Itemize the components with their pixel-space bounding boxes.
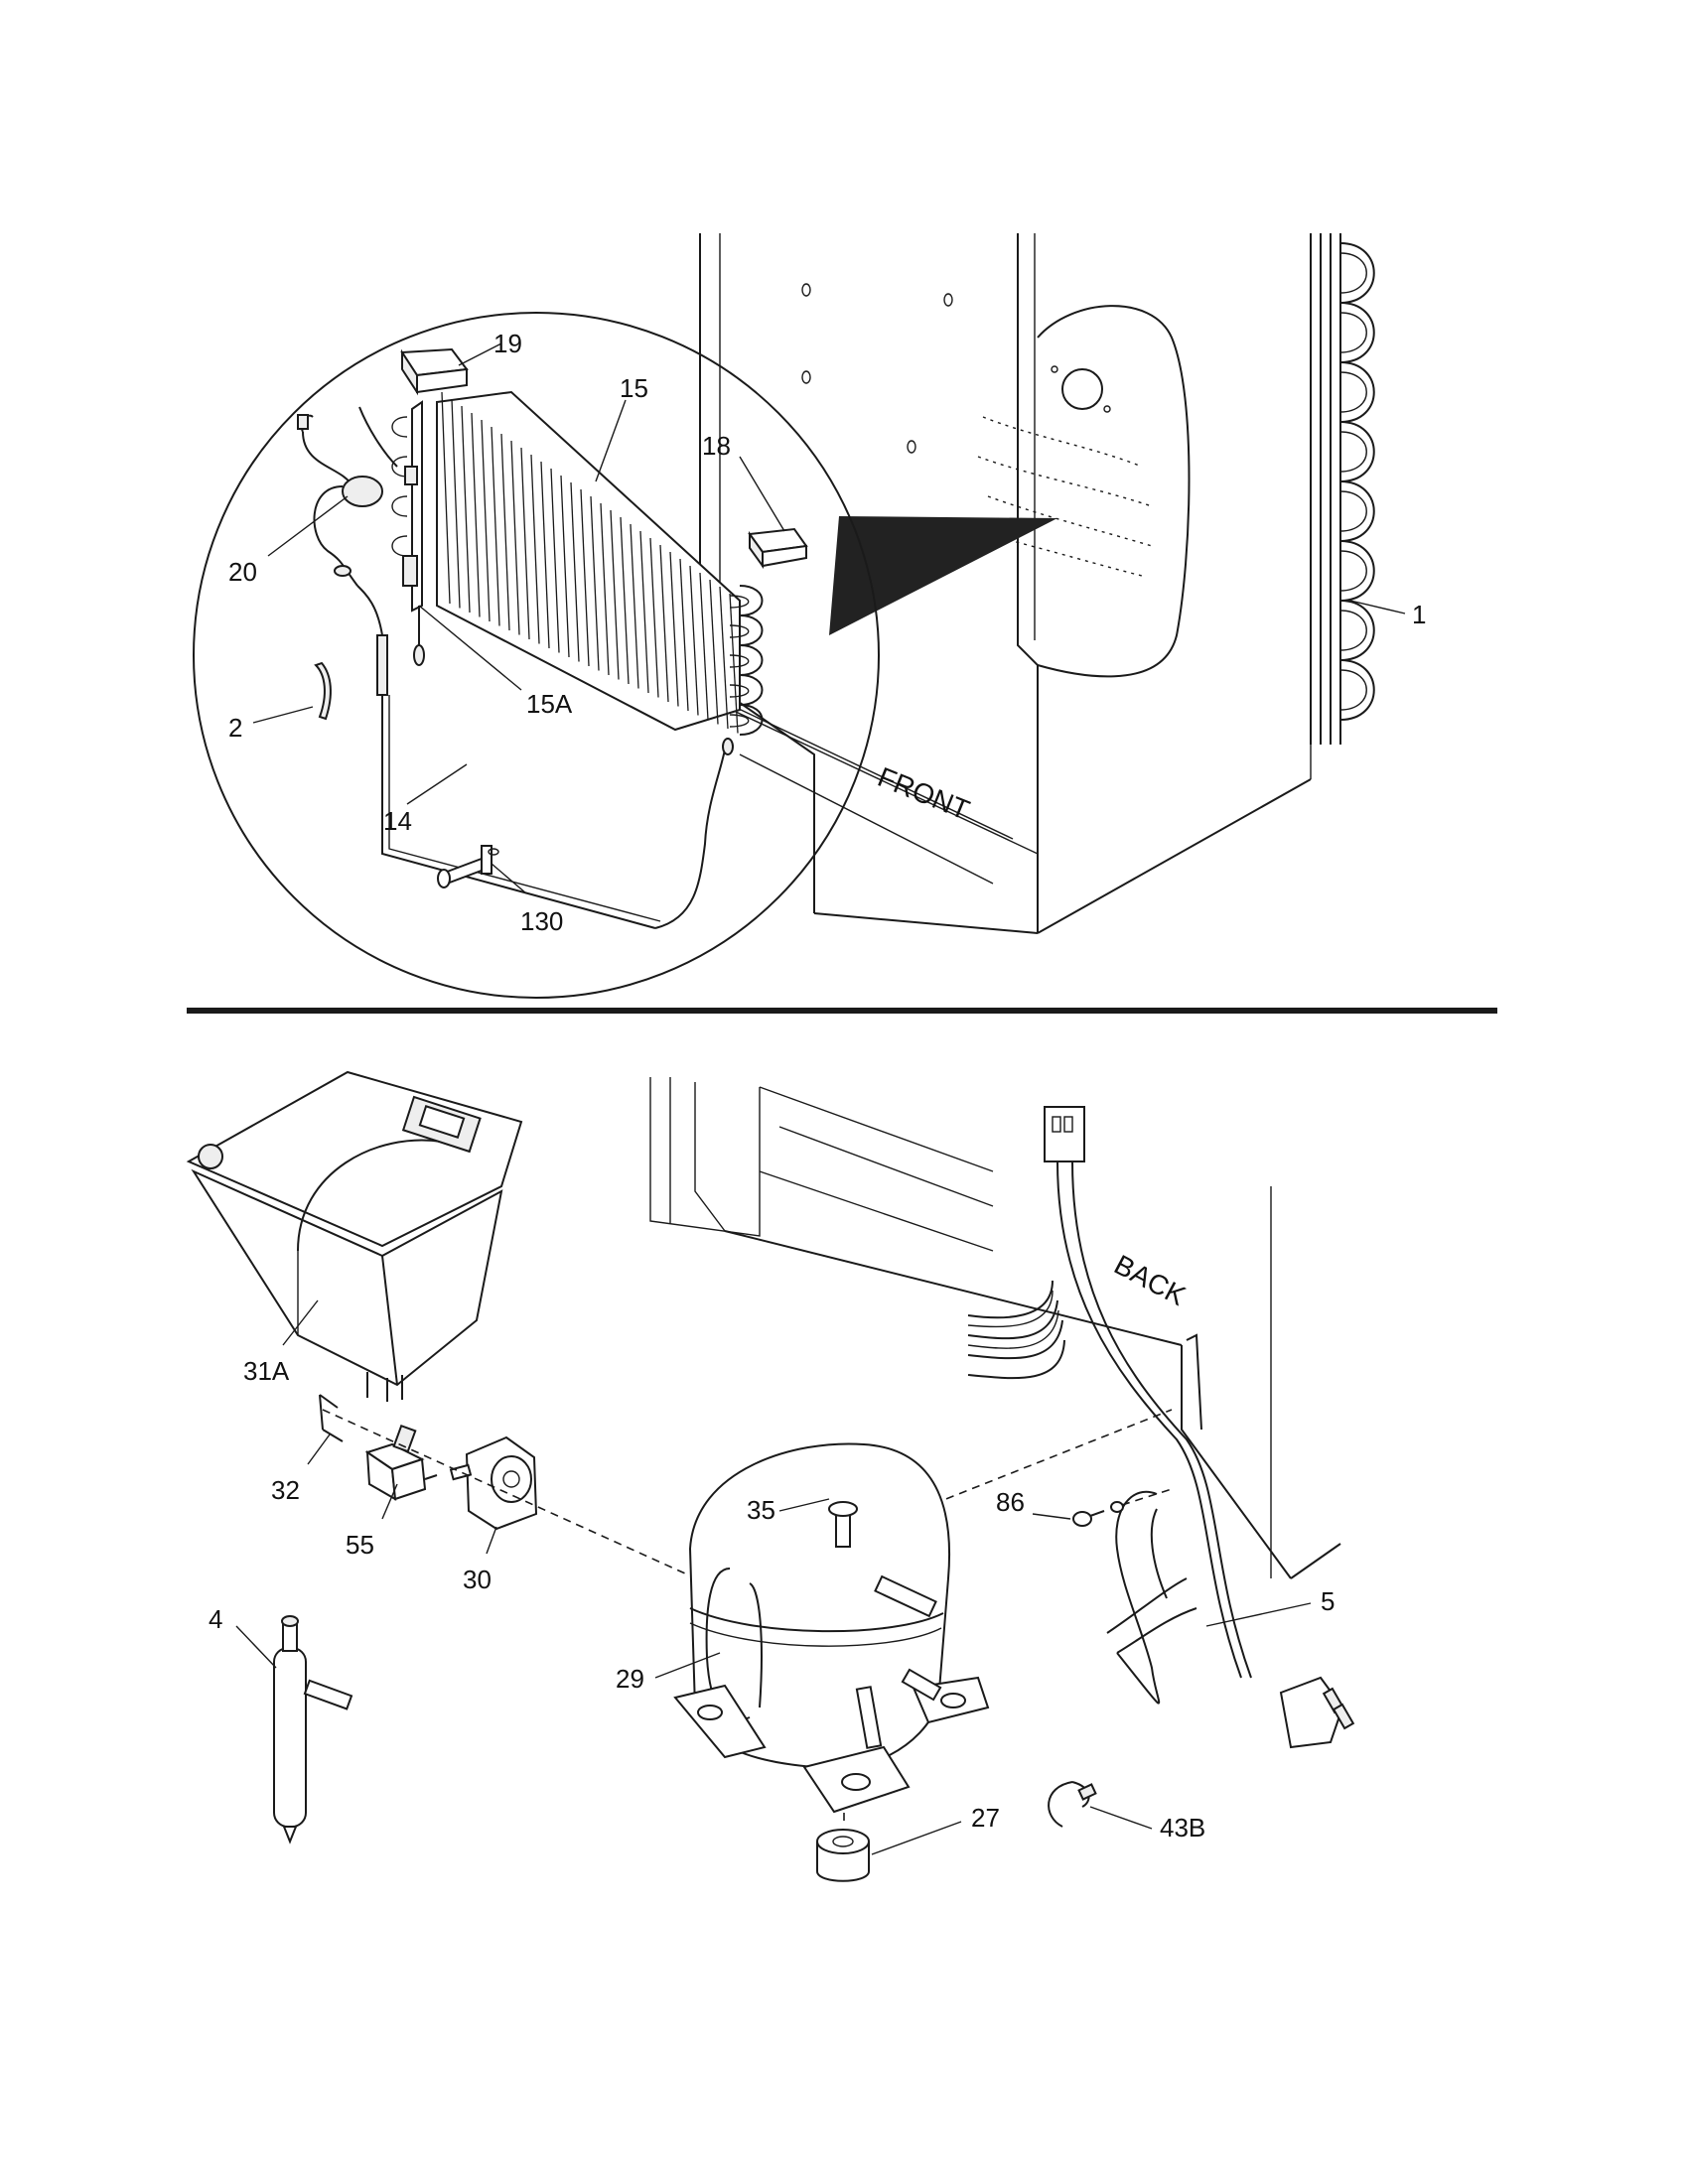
defrost-assembly [297, 406, 734, 929]
label-15a: 15A [526, 689, 573, 719]
assembly-line-1 [322, 1409, 686, 1574]
power-cord [967, 1106, 1355, 1749]
cabinet-lower [649, 1077, 1341, 1579]
label-15: 15 [620, 373, 648, 403]
evaporator-fin [500, 433, 510, 631]
evaporator-fin [600, 502, 610, 676]
label-20: 20 [228, 557, 257, 587]
evaporator-fin [699, 572, 709, 721]
label-35: 35 [747, 1495, 775, 1525]
evaporator-fin [620, 516, 630, 685]
label-30: 30 [463, 1565, 492, 1594]
evaporator-fin [441, 391, 451, 605]
evaporator-fin [630, 523, 639, 689]
part-29-compressor [673, 1442, 990, 1814]
back-text: BACK [1109, 1249, 1191, 1311]
part-4-drier [273, 1615, 353, 1844]
evaporator-fin [659, 544, 669, 703]
label-2: 2 [228, 713, 242, 743]
evaporator-fin [491, 426, 500, 626]
detail-circle [193, 312, 880, 999]
evaporator-fin [639, 530, 649, 694]
label-27: 27 [971, 1803, 1000, 1833]
evaporator-fin [649, 537, 659, 698]
evaporator-fin [510, 440, 520, 635]
evaporator-fin [709, 579, 719, 725]
label-4: 4 [209, 1604, 222, 1634]
label-18: 18 [702, 431, 731, 461]
part-30-overload [449, 1435, 538, 1531]
cabinet-upper [699, 233, 1312, 934]
label-5: 5 [1321, 1586, 1335, 1616]
evaporator-fin [540, 461, 550, 649]
evaporator-fin [719, 586, 729, 730]
label-43b: 43B [1160, 1813, 1205, 1843]
front-text: FRONT [874, 761, 974, 826]
evaporator-fin [560, 475, 570, 658]
evaporator-fin [590, 495, 600, 671]
part-18-block [748, 527, 808, 570]
evaporator-fin [580, 488, 590, 667]
label-1: 1 [1412, 600, 1426, 629]
part-55-relay [364, 1424, 438, 1501]
evaporator-fin [729, 593, 739, 734]
evaporator-fin [471, 412, 481, 617]
label-130: 130 [520, 906, 563, 936]
condenser-coil [1310, 233, 1375, 745]
evaporator-fin [570, 481, 580, 662]
label-86: 86 [996, 1487, 1025, 1517]
evaporator-fin [669, 551, 679, 707]
part-31a-tray [186, 1070, 523, 1402]
label-19: 19 [493, 329, 522, 358]
leader-lines [235, 342, 1406, 1855]
part-32-clip [319, 1394, 344, 1442]
evaporator-fin [679, 558, 689, 712]
label-55: 55 [346, 1530, 374, 1560]
part-19-block [400, 347, 469, 396]
evaporator-fin [530, 454, 540, 644]
evaporator-fin [610, 509, 620, 680]
evaporator-fin [451, 398, 461, 609]
label-31a: 31A [243, 1356, 290, 1386]
evaporator-fin [481, 419, 491, 622]
label-32: 32 [271, 1475, 300, 1505]
label-29: 29 [616, 1664, 644, 1694]
evaporator-fin [550, 468, 560, 653]
part-43b-clip [1048, 1781, 1097, 1828]
part-2-clip [314, 661, 332, 721]
part-86-screw [1072, 1488, 1173, 1527]
evaporator-fin [461, 405, 471, 614]
assembly-line-2 [932, 1409, 1173, 1505]
label-14: 14 [383, 806, 412, 836]
detail-pointer [829, 516, 1057, 635]
evaporator-fin [520, 447, 530, 640]
evaporator [391, 390, 764, 736]
evaporator-fin [689, 565, 699, 716]
part-130-fitting [437, 845, 499, 888]
part-27-grommet [816, 1829, 870, 1882]
